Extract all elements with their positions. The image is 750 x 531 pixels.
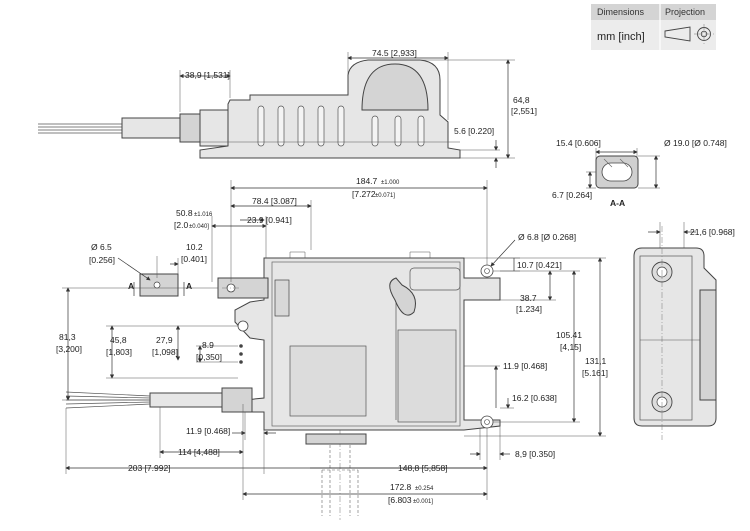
dim-172-8-inch: [6.803 xyxy=(388,495,412,505)
legend-dimensions-header: Dimensions xyxy=(597,7,645,17)
legend-projection-header: Projection xyxy=(665,7,705,17)
front-view-shaft xyxy=(305,430,367,520)
dim-81-3: 81,3 xyxy=(59,332,76,342)
dim-172-8: 172.8 xyxy=(390,482,412,492)
section-label: A-A xyxy=(610,198,625,208)
front-view: A A Ø 6.5 [0.256] 184.7 ±1.000 [7.272 ±0… xyxy=(56,176,608,520)
dim-81-3-inch: [3,200] xyxy=(56,344,82,354)
end-view: 21,6 [0.968] xyxy=(633,222,735,440)
side-view: 38,9 [1,531] 74.5 [2,933] 64,8 [2,551] 5… xyxy=(38,48,537,168)
dim-131-1: 131,1 xyxy=(585,356,607,366)
dim-8-9: 8.9 xyxy=(202,340,214,350)
dim-8-9-inch: [0,350] xyxy=(196,352,222,362)
dim-8-9-bottom: 8,9 [0.350] xyxy=(515,449,555,459)
dim-184-7-inch: [7.272 xyxy=(352,189,376,199)
dim-105-41-inch: [4,15] xyxy=(560,342,581,352)
side-view-wires xyxy=(38,109,231,147)
dim-10-7: 10.7 [0.421] xyxy=(517,260,562,270)
dim-50-8: 50.8 xyxy=(176,208,193,218)
dim-50-8-inch: [2.0 xyxy=(174,220,188,230)
dim-45-8-inch: [1,803] xyxy=(106,347,132,357)
front-view-lever xyxy=(389,277,416,316)
dim-5-6: 5.6 [0.220] xyxy=(454,126,494,136)
dim-38-9: 38,9 [1,531] xyxy=(185,70,230,80)
dim-23-9: 23.9 [0.941] xyxy=(247,215,292,225)
first-angle-projection-icon xyxy=(664,24,714,44)
legend-box: Dimensions Projection mm [inch] xyxy=(591,4,716,50)
dim-131-1-inch: [5.161] xyxy=(582,368,608,378)
dim-184-7: 184.7 xyxy=(356,176,378,186)
dim-184-7-tol: ±1.000 xyxy=(381,180,400,186)
dim-78-4: 78.4 [3.087] xyxy=(252,196,297,206)
dim-6-5: Ø 6.5 xyxy=(91,242,112,252)
dim-10-2-inch: [0.401] xyxy=(181,254,207,264)
dim-6-5-inch: [0.256] xyxy=(89,255,115,265)
section-height-dim: 6.7 [0.264] xyxy=(552,190,592,200)
dim-64-8: 64,8 xyxy=(513,95,530,105)
dim-172-8-tol: ±0.254 xyxy=(415,486,434,492)
dim-74-5: 74.5 [2,933] xyxy=(372,48,417,58)
dim-27-9: 27,9 xyxy=(156,335,173,345)
section-width-dim: 15.4 [0.606] xyxy=(556,138,601,148)
dim-184-7-inch-tol: ±0.071] xyxy=(375,193,395,199)
dim-148-8: 148,8 [5,858] xyxy=(398,463,448,473)
section-diameter-dim: Ø 19.0 [Ø 0.748] xyxy=(664,138,727,148)
dim-6-8: Ø 6.8 [Ø 0.268] xyxy=(518,232,576,242)
dim-21-6: 21,6 [0.968] xyxy=(690,227,735,237)
dim-38-7-inch: [1.234] xyxy=(516,304,542,314)
front-view-cable xyxy=(65,387,253,413)
dim-38-7: 38.7 xyxy=(520,293,537,303)
dim-64-8-inch: [2,551] xyxy=(511,106,537,116)
section-mark-right: A xyxy=(186,281,192,291)
dim-105-41: 105.41 xyxy=(556,330,582,340)
legend-units-label: mm [inch] xyxy=(597,31,645,43)
dim-10-2: 10.2 xyxy=(186,242,203,252)
section-mark-left: A xyxy=(128,281,134,291)
dim-114: 114 [4,488] xyxy=(178,447,220,457)
dim-11-9-right: 11.9 [0.468] xyxy=(503,361,547,371)
section-a-a: 15.4 [0.606] 6.7 [0.264] Ø 19.0 [Ø 0.748… xyxy=(552,138,727,208)
dim-11-9-left: 11.9 [0.468] xyxy=(186,426,230,436)
dim-50-8-tol: ±1.016 xyxy=(194,212,213,218)
dim-203: 203 [7.992] xyxy=(128,463,171,473)
dim-16-2: 16.2 [0.638] xyxy=(512,393,557,403)
dim-27-9-inch: [1,098] xyxy=(152,347,178,357)
dim-45-8: 45,8 xyxy=(110,335,127,345)
dim-50-8-inch-tol: ±0.040] xyxy=(189,224,209,230)
dim-172-8-inch-tol: ±0.001] xyxy=(413,499,433,505)
side-view-ribs xyxy=(257,105,425,147)
section-tab-detail: A A Ø 6.5 [0.256] xyxy=(89,242,192,297)
